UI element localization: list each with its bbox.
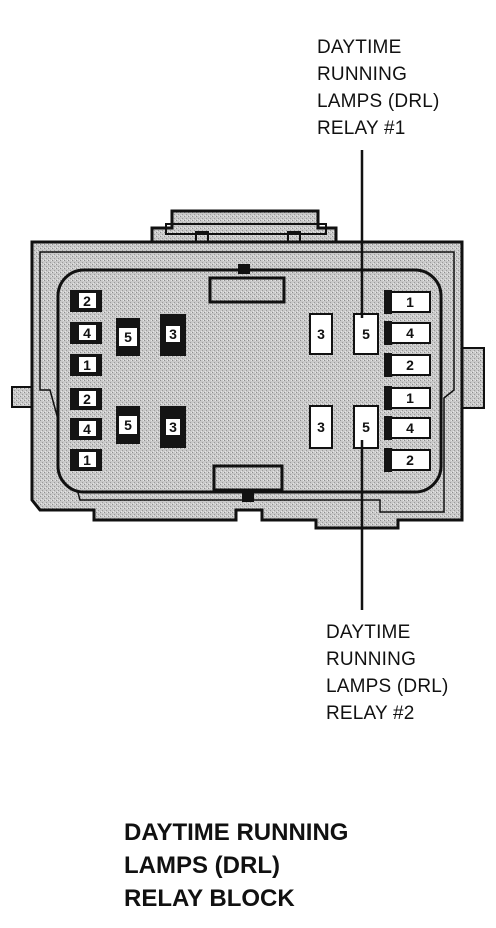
pin-label: 3 — [169, 326, 177, 342]
top-connector-housing — [150, 209, 338, 244]
callout-line: RELAY #1 — [317, 118, 406, 139]
diagram-title: DAYTIME RUNNING LAMPS (DRL) RELAY BLOCK — [124, 816, 348, 915]
callout-line: RELAY #2 — [326, 703, 415, 724]
callout-line: LAMPS (DRL) — [326, 676, 449, 697]
callout-line: DAYTIME — [326, 622, 411, 643]
callout-line: DAYTIME — [317, 37, 402, 58]
pin-label: 4 — [83, 421, 91, 437]
pin-label: 3 — [317, 326, 325, 342]
pin-label: 4 — [83, 325, 91, 341]
pin-label: 3 — [169, 419, 177, 435]
pin-label: 2 — [83, 293, 91, 309]
relay-2-callout: DAYTIME RUNNING LAMPS (DRL) RELAY #2 — [326, 619, 449, 727]
title-line: RELAY BLOCK — [124, 885, 295, 912]
pin-label: 2 — [406, 452, 414, 468]
callout-line: LAMPS (DRL) — [317, 91, 440, 112]
callout-line: RUNNING — [317, 64, 408, 85]
pin-label: 4 — [406, 420, 414, 436]
pin-label: 2 — [83, 391, 91, 407]
pin-label: 3 — [317, 419, 325, 435]
callout-line: RUNNING — [326, 649, 417, 670]
pin-label: 1 — [406, 390, 414, 406]
pin-label: 5 — [362, 326, 370, 342]
pin-label: 2 — [406, 357, 414, 373]
pin-label: 1 — [83, 357, 91, 373]
pin-label: 1 — [406, 294, 414, 310]
terminal-right-upper-mid — [353, 313, 379, 355]
title-line: DAYTIME RUNNING — [124, 819, 349, 846]
terminal-right-upper-left — [309, 313, 333, 355]
terminal-right-lower-left — [309, 405, 333, 449]
relay-1-callout: DAYTIME RUNNING LAMPS (DRL) RELAY #1 — [317, 34, 440, 142]
pin-label: 4 — [406, 325, 414, 341]
title-line: LAMPS (DRL) — [124, 852, 280, 879]
pin-label: 5 — [124, 329, 132, 345]
pin-label: 5 — [362, 419, 370, 435]
right-terminals: 3 5 1 4 2 3 5 1 4 2 — [309, 290, 431, 472]
left-terminals: 2 4 1 5 3 2 4 1 5 — [70, 290, 186, 471]
lower-latch — [212, 464, 284, 492]
terminal-right-lower-mid — [353, 405, 379, 449]
pin-label: 1 — [83, 452, 91, 468]
pin-label: 5 — [124, 417, 132, 433]
upper-latch — [208, 276, 286, 304]
